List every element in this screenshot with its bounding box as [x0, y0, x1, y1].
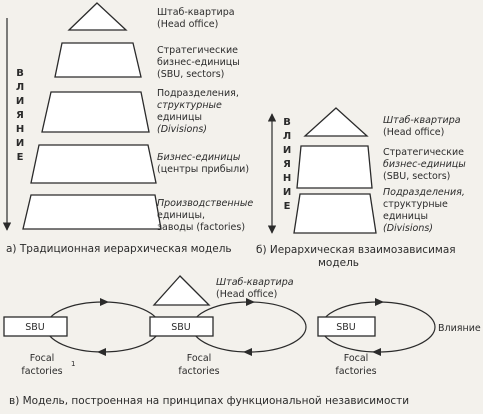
label-line: Производственные — [157, 198, 253, 209]
label-line: (Head office) — [383, 127, 444, 138]
model-a-influence-letter: Я — [16, 110, 24, 121]
model-b-influence-letter: Н — [283, 173, 291, 184]
model-a-sbu-trapezoid — [54, 42, 142, 78]
model-c-head-office-triangle — [152, 275, 211, 306]
model-b-influence-letter: И — [283, 187, 291, 198]
label-line: (SBU, sectors) — [383, 171, 450, 182]
model-a-level-label-business-units: Бизнес-единицы (центры прибыли) — [157, 152, 249, 175]
model-a-factories-trapezoid — [22, 194, 162, 230]
model-a-level-label-head-office: Штаб-квартира (Head office) — [157, 7, 235, 30]
model-c-flow-arrowhead — [97, 348, 106, 356]
model-b-influence-label: В Л И Я Н И Е — [283, 117, 291, 212]
label-line: (Head office) — [157, 19, 218, 30]
model-c-focal-label-3: Focal factories — [335, 353, 376, 377]
model-c-flow-arrowhead — [372, 348, 381, 356]
model-c-sbu-label: SBU — [171, 322, 191, 333]
label-line: бизнес-единицы — [383, 159, 466, 170]
model-b-influence-letter: Е — [284, 201, 291, 212]
label-line: единицы — [157, 112, 202, 123]
label-line: factories — [335, 366, 376, 377]
model-c-flow-arrowhead — [246, 298, 255, 306]
model-b-level-label-sbu: Стратегические бизнес-единицы (SBU, sect… — [383, 147, 466, 182]
model-c-flow-arrowhead — [243, 348, 252, 356]
label-line: Подразделения, — [157, 88, 239, 99]
model-c-caption: в) Модель, построенная на принципах функ… — [9, 395, 409, 407]
model-c-sbu-label: SBU — [25, 322, 45, 333]
label-line: Подразделения, — [383, 187, 465, 198]
label-line: бизнес-единицы — [157, 57, 240, 68]
label-line: (центры прибыли) — [157, 164, 249, 175]
label-line: factories — [178, 366, 219, 377]
label-line: Focal — [30, 353, 55, 364]
model-b-level-label-head-office: Штаб-квартира (Head office) — [383, 115, 461, 138]
model-a-head-office-triangle — [67, 2, 128, 31]
label-line: Focal — [344, 353, 369, 364]
model-c-influence-label: Влияние — [438, 323, 481, 334]
model-c-focal-label-1: Focal factories 1 — [21, 353, 75, 377]
model-a-level-label-divisions: Подразделения, структурные единицы (Divi… — [157, 88, 239, 135]
label-line: Штаб-квартира — [157, 7, 235, 18]
label-line: Бизнес-единицы — [157, 152, 241, 163]
model-a-influence-letter: И — [16, 96, 24, 107]
model-c-head-office-label: Штаб-квартира (Head office) — [216, 277, 294, 300]
model-a-caption: а) Традиционная иерархическая модель — [6, 243, 232, 255]
model-b-caption-line-1: б) Иерархическая взаимозависимая — [256, 244, 456, 256]
label-line: Стратегические — [157, 45, 238, 56]
label-line: структурные — [157, 100, 222, 111]
model-a-influence-letter: И — [16, 138, 24, 149]
model-b-caption-line-2: модель — [318, 257, 359, 269]
model-c-sbu-box-1 — [3, 316, 68, 337]
model-a: В Л И Я Н И Е Штаб-квартира (Head office… — [2, 2, 253, 255]
label-line: (SBU, sectors) — [157, 69, 224, 80]
model-c-flow-arrowhead — [375, 298, 384, 306]
label-line: (Divisions) — [157, 124, 207, 135]
label-line: Focal — [187, 353, 212, 364]
model-b-level-label-divisions: Подразделения, структурные единицы (Divi… — [383, 187, 465, 234]
model-a-divisions-trapezoid — [41, 91, 150, 133]
model-b-sbu-trapezoid — [296, 145, 373, 189]
model-c-sbu-box-2 — [149, 316, 214, 337]
label-line: (Head office) — [216, 289, 277, 300]
model-b-divisions-trapezoid — [293, 193, 377, 234]
label-line: factories — [21, 366, 62, 377]
model-c-sbu-label: SBU — [336, 322, 356, 333]
model-a-level-label-factories: Производственные единицы, заводы (factor… — [157, 198, 253, 233]
model-c: Штаб-квартира (Head office) SBU SBU SBU … — [3, 275, 481, 407]
label-line: единицы — [383, 211, 428, 222]
label-line: Штаб-квартира — [216, 277, 294, 288]
model-b: В Л И Я Н И Е Штаб-квартира (Head office… — [256, 107, 466, 269]
label-line: (Divisions) — [383, 223, 433, 234]
model-b-influence-letter: В — [283, 117, 291, 128]
model-a-influence-letter: В — [16, 68, 24, 79]
label-line: заводы (factories) — [157, 222, 245, 233]
label-line: Стратегические — [383, 147, 464, 158]
label-line: Штаб-квартира — [383, 115, 461, 126]
model-c-footnote-mark: 1 — [71, 360, 75, 368]
label-line: единицы, — [157, 210, 205, 221]
model-a-influence-letter: Е — [17, 152, 24, 163]
model-a-influence-letter: Л — [16, 82, 24, 93]
model-c-flow-arrowhead — [100, 298, 109, 306]
model-c-sbu-box-3 — [317, 316, 376, 337]
model-c-focal-label-2: Focal factories — [178, 353, 219, 377]
model-b-influence-letter: Я — [283, 159, 291, 170]
model-a-influence-label: В Л И Я Н И Е — [16, 68, 24, 163]
model-a-influence-letter: Н — [16, 124, 24, 135]
model-a-level-label-sbu: Стратегические бизнес-единицы (SBU, sect… — [157, 45, 240, 80]
model-b-influence-letter: Л — [283, 131, 291, 142]
label-line: структурные — [383, 199, 448, 210]
model-b-influence-letter: И — [283, 145, 291, 156]
model-a-business-units-trapezoid — [30, 144, 157, 184]
model-b-head-office-triangle — [303, 107, 369, 137]
